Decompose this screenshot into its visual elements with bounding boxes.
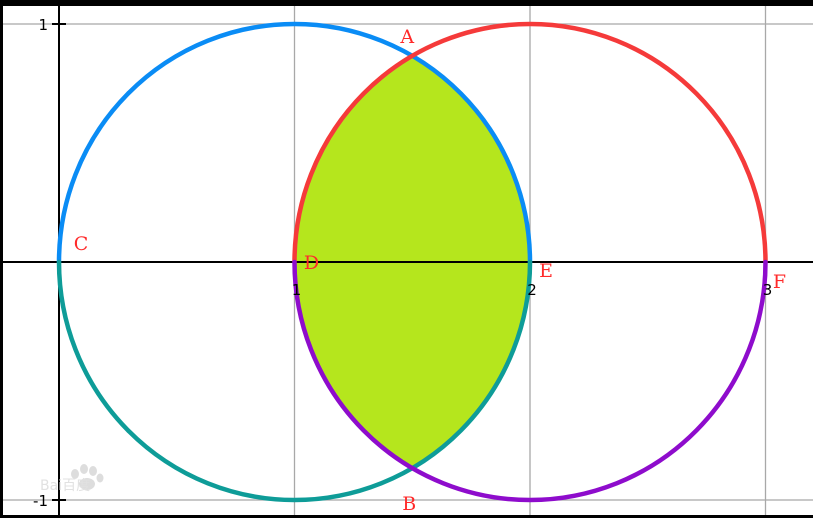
circle-arcs	[56, 21, 768, 503]
circle-left-upper-arc	[56, 21, 533, 265]
point-label-c: C	[74, 233, 89, 255]
x-tick-label: 2	[527, 281, 537, 299]
paw-icon	[71, 464, 104, 490]
y-tick-label: 1	[38, 16, 48, 34]
watermark-text: Bai百度	[40, 478, 90, 494]
point-label-b: B	[402, 493, 416, 515]
point-labels: A B C D E F	[74, 26, 786, 515]
watermark: Bai百度	[40, 464, 104, 494]
x-tick-label: 1	[292, 281, 302, 299]
tick-labels: 1 2 3 1 -1	[33, 16, 772, 510]
point-label-d: D	[304, 252, 319, 274]
y-tick-label: -1	[33, 492, 48, 510]
point-label-f: F	[773, 271, 786, 293]
circle-left-lower-arc	[56, 259, 533, 503]
point-label-e: E	[539, 260, 553, 282]
x-tick-label: 3	[763, 281, 773, 299]
circle-right-lower-arc	[292, 259, 768, 503]
circle-right-upper-arc	[292, 21, 768, 265]
point-label-a: A	[399, 26, 414, 48]
